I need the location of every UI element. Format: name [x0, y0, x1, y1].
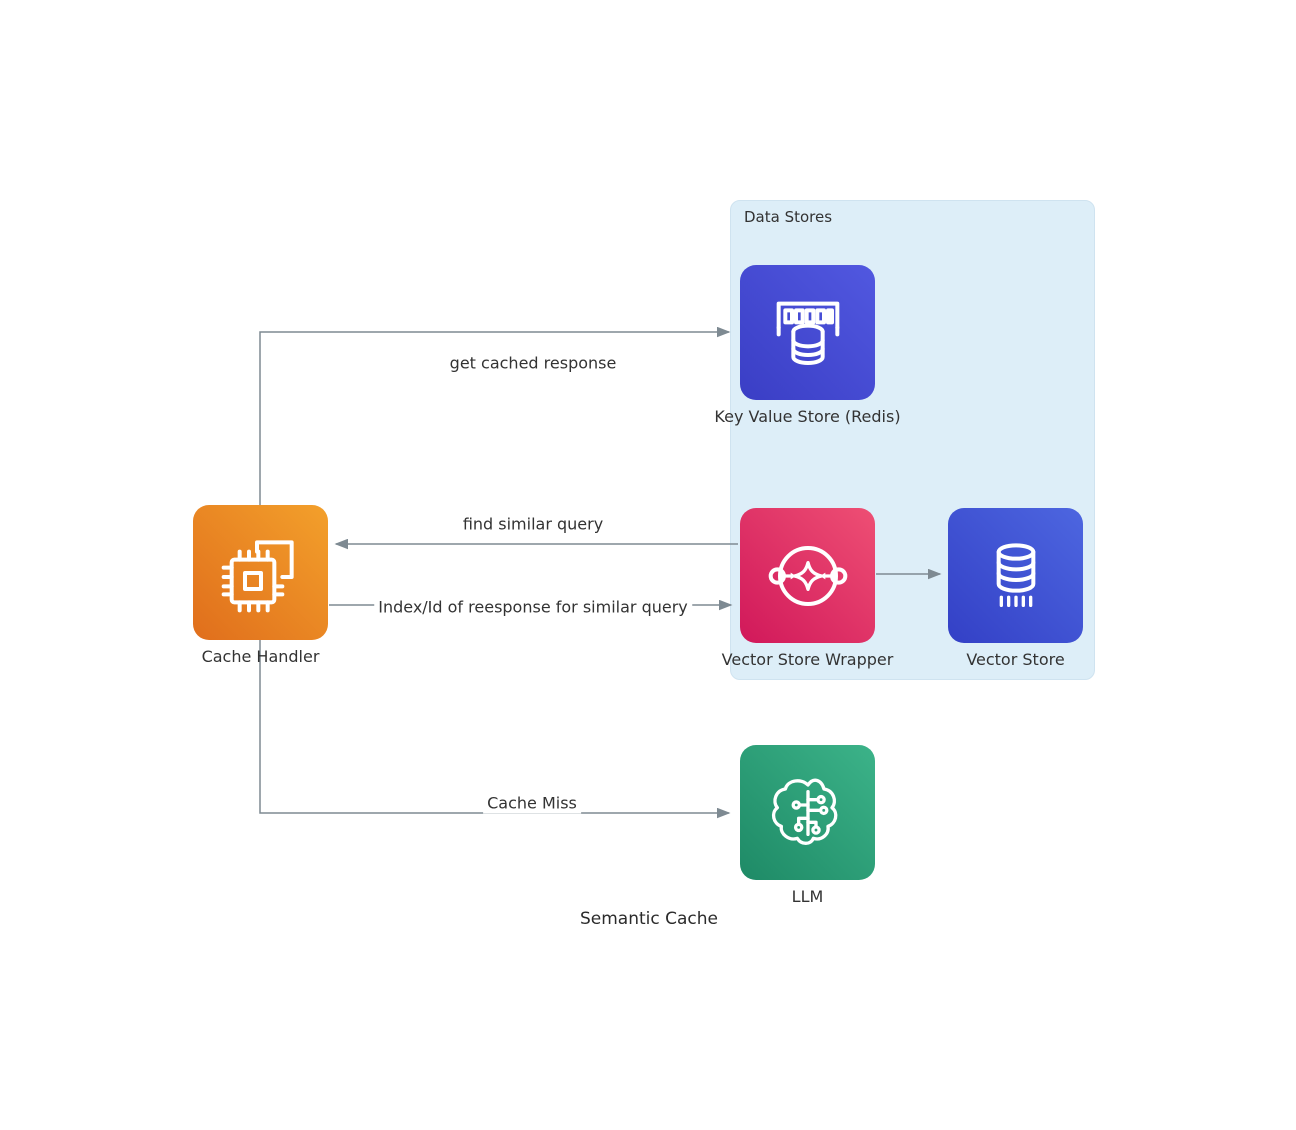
- brain-circuit-icon: [740, 745, 875, 880]
- edge-label-cache-miss: Cache Miss: [483, 792, 581, 814]
- node-llm: LLM: [740, 745, 875, 906]
- node-label-vector-store-wrapper: Vector Store Wrapper: [721, 650, 894, 669]
- edge-cache-handler-to-kv-store: [259, 326, 731, 505]
- data-stores-group-label: Data Stores: [744, 208, 833, 226]
- edge-label-find-similar-query: find similar query: [458, 513, 608, 535]
- edge-label-index-id-response: Index/Id of reesponse for similar query: [374, 596, 692, 618]
- edge-label-get-cached-response: get cached response: [445, 352, 621, 374]
- diagram-title: Semantic Cache: [579, 909, 719, 929]
- node-label-vector-store: Vector Store: [966, 650, 1065, 669]
- node-vector-store: Vector Store: [948, 508, 1083, 669]
- gateway-wrapper-icon: [740, 508, 875, 643]
- node-label-llm: LLM: [791, 887, 824, 906]
- node-label-cache-handler: Cache Handler: [201, 647, 320, 666]
- node-key-value-store: Key Value Store (Redis): [714, 265, 901, 426]
- node-cache-handler: Cache Handler: [193, 505, 328, 666]
- chip-icon: [193, 505, 328, 640]
- node-label-key-value-store: Key Value Store (Redis): [714, 407, 901, 426]
- database-cylinder-icon: [948, 508, 1083, 643]
- edge-cache-handler-to-llm: [259, 640, 731, 819]
- memory-database-icon: [740, 265, 875, 400]
- node-vector-store-wrapper: Vector Store Wrapper: [722, 508, 893, 669]
